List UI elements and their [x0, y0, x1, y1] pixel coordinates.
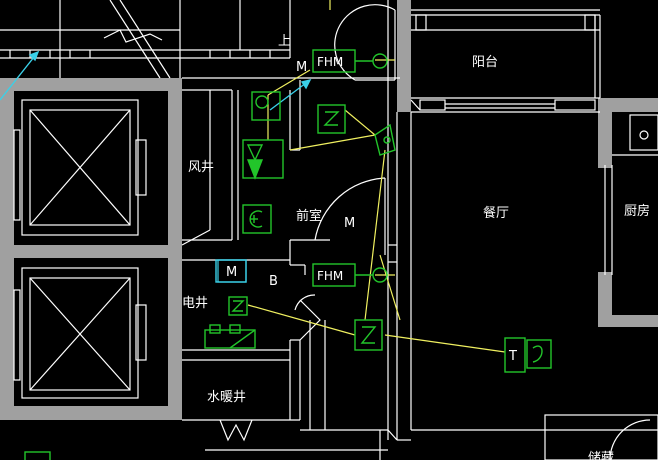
kitchen-wall-floor [598, 315, 658, 327]
t-box [504, 337, 526, 373]
smoke-detector-small [228, 296, 248, 316]
label-m-mid: M [344, 216, 355, 231]
center-wall [397, 0, 411, 112]
walls [0, 0, 658, 420]
label-dining: 餐厅 [483, 205, 509, 221]
m-box [217, 259, 247, 283]
labels: 阳台 餐厅 厨房 风井 前室 电井 水暖井 上 M M B M FHM FHM … [182, 34, 650, 460]
label-b: B [269, 274, 278, 289]
label-fan-shaft: 风井 [188, 160, 214, 175]
label-fhm-top: FHM [317, 55, 343, 69]
label-anteroom: 前室 [296, 208, 322, 224]
label-m-top: M [296, 60, 307, 75]
label-m-box: M [226, 265, 237, 280]
smoke-detector-top [317, 104, 346, 134]
kitchen-wall-top [598, 98, 658, 112]
label-kitchen: 厨房 [624, 203, 650, 219]
label-balcony: 阳台 [472, 55, 498, 70]
smoke-detector-center [354, 319, 383, 351]
valve-box [242, 139, 284, 179]
devices [24, 49, 552, 460]
elevator-wall-top [0, 78, 182, 91]
detector-right [526, 339, 552, 369]
elevator-wall-mid [0, 245, 182, 258]
label-fhm-bottom: FHM [317, 269, 343, 283]
sensor-top-icon [372, 53, 388, 69]
label-water-heating-shaft: 水暖井 [207, 390, 246, 405]
kitchen-wall-bottom [598, 272, 612, 327]
label-electrical-shaft: 电井 [182, 296, 208, 311]
fan-symbol [251, 91, 281, 121]
elevator-car-lower [29, 277, 131, 391]
wires [247, 0, 506, 353]
elevator-car-upper [29, 109, 131, 226]
label-t: T [508, 349, 517, 364]
label-up: 上 [278, 34, 291, 49]
speaker-icon [374, 123, 396, 156]
label-bottom-right: 储藏 [588, 451, 614, 460]
elevator-wall-bottom [0, 406, 182, 420]
kitchen-wall-left [598, 98, 612, 168]
